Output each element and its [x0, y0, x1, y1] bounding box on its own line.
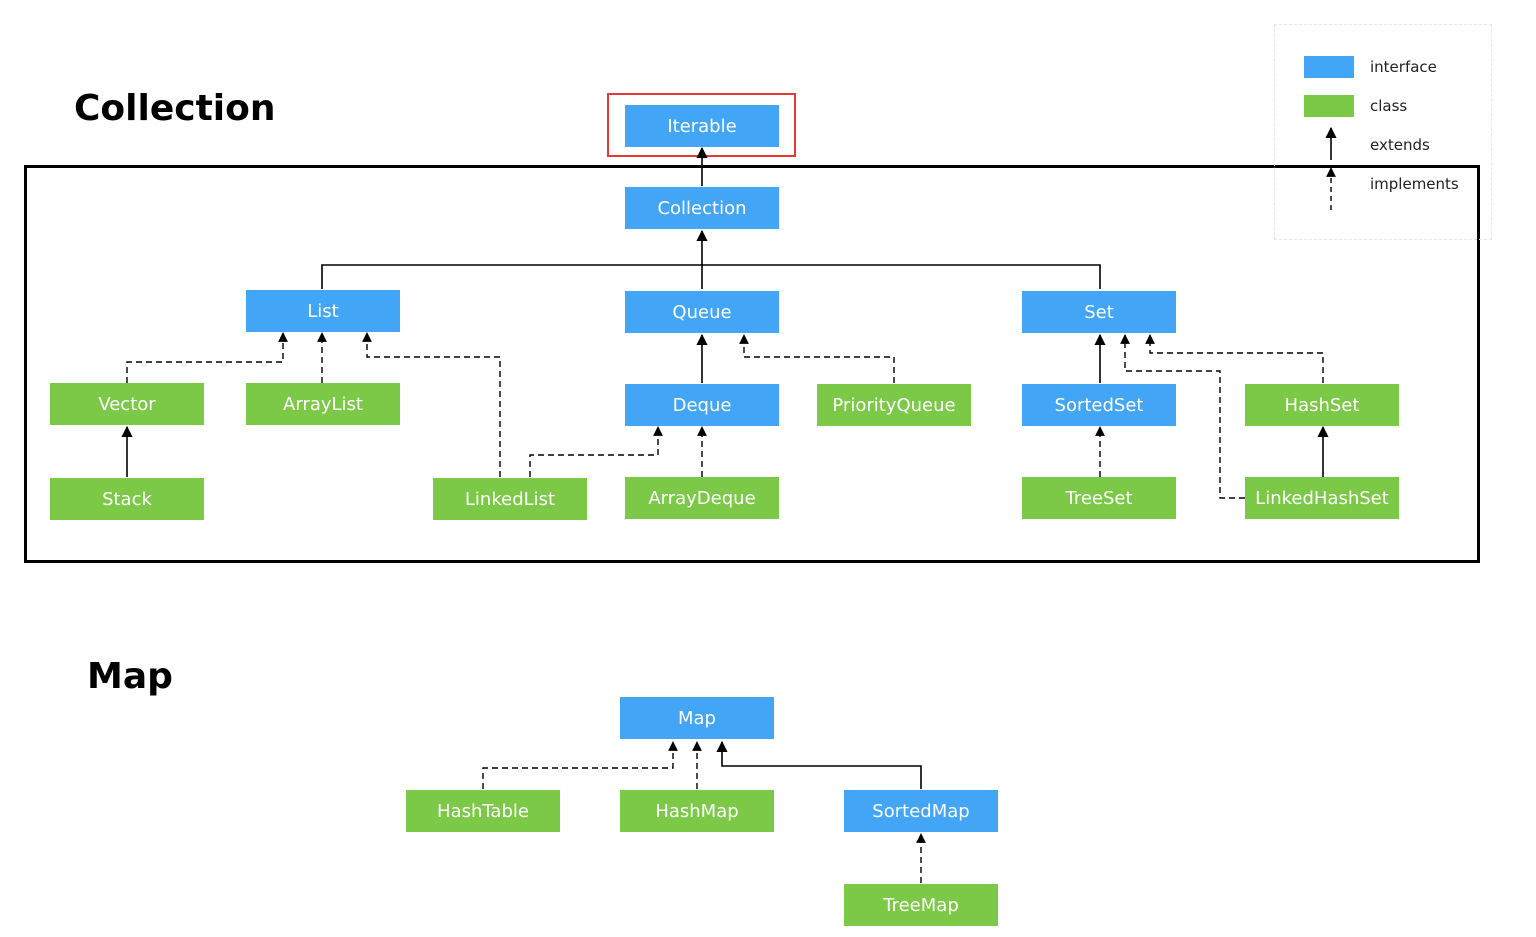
edge-set-collection [702, 264, 1101, 289]
legend-class-swatch [1304, 95, 1354, 117]
legend-interface-label: interface [1370, 58, 1437, 76]
node-stack: Stack [50, 478, 204, 520]
node-hashtable: HashTable [406, 790, 560, 832]
edge-list-collection [321, 264, 702, 289]
node-sortedmap: SortedMap [844, 790, 998, 832]
node-list: List [246, 290, 400, 332]
legend-extends-label: extends [1370, 136, 1430, 154]
edge-linkedhashset-set [1120, 334, 1245, 499]
edge-sortedmap-map [716, 740, 922, 789]
node-arraydeque: ArrayDeque [625, 477, 779, 519]
node-priorityqueue: PriorityQueue [817, 384, 971, 426]
node-vector: Vector [50, 383, 204, 425]
legend-class-label: class [1370, 97, 1408, 115]
node-linkedlist: LinkedList [433, 478, 587, 520]
edge-vector-list [126, 332, 288, 383]
node-treemap: TreeMap [844, 884, 998, 926]
map-section-title: Map [87, 656, 173, 697]
edge-linkedlist-deque [529, 426, 663, 477]
node-arraylist: ArrayList [246, 383, 400, 425]
node-queue: Queue [625, 291, 779, 333]
node-set: Set [1022, 291, 1176, 333]
legend [1274, 24, 1492, 240]
legend-implements-label: implements [1370, 175, 1459, 193]
node-deque: Deque [625, 384, 779, 426]
legend-interface-swatch [1304, 56, 1354, 78]
node-iterable: Iterable [625, 105, 779, 147]
node-treeset: TreeSet [1022, 477, 1176, 519]
node-linkedhashset: LinkedHashSet [1245, 477, 1399, 519]
edge-hashtable-map [482, 741, 678, 789]
collection-section-title: Collection [74, 88, 276, 129]
node-sortedset: SortedSet [1022, 384, 1176, 426]
node-hashmap: HashMap [620, 790, 774, 832]
collection-frame [24, 165, 1480, 563]
node-hashset: HashSet [1245, 384, 1399, 426]
edge-linkedlist-list [362, 332, 501, 477]
node-collection: Collection [625, 187, 779, 229]
node-map: Map [620, 697, 774, 739]
edge-priorityqueue-queue [739, 334, 895, 383]
edge-hashset-set [1145, 334, 1324, 383]
